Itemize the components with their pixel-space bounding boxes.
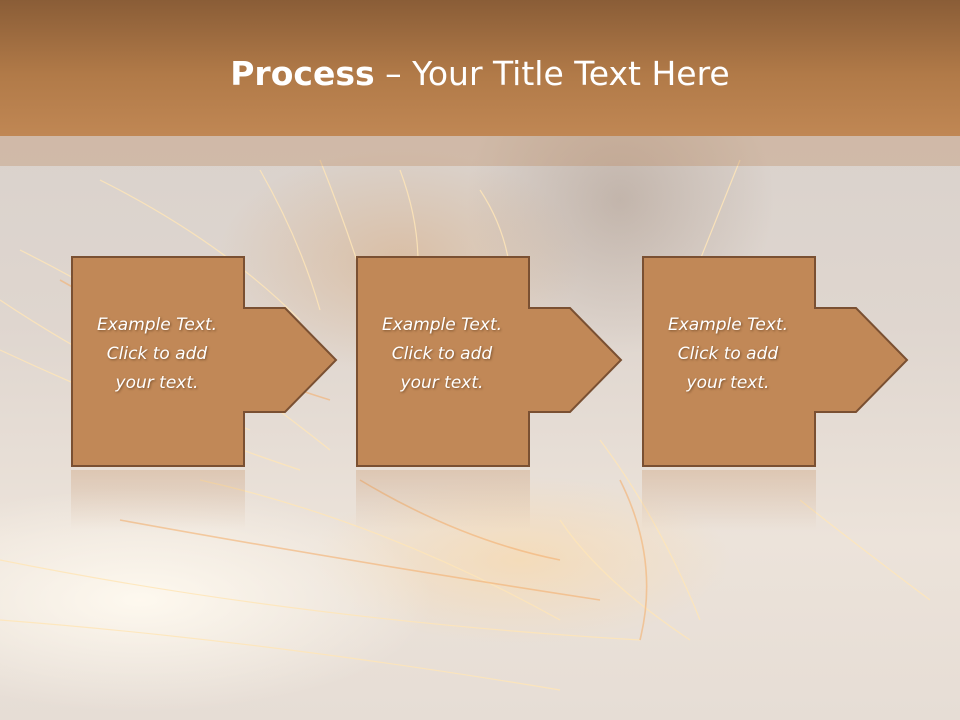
step-line-3: your text. (400, 373, 484, 393)
step-2-reflection (356, 470, 530, 530)
step-line-1: Example Text. (667, 315, 789, 335)
right-arrow-icon (356, 256, 623, 467)
page-title[interactable]: Process – Your Title Text Here (0, 52, 960, 96)
step-line-2: Click to add (391, 344, 493, 364)
step-text[interactable]: Example Text. Click to add your text. (356, 311, 528, 398)
step-text[interactable]: Example Text. Click to add your text. (71, 311, 243, 398)
title-bold: Process (230, 54, 375, 93)
process-step-2[interactable]: Example Text. Click to add your text. (356, 256, 626, 468)
process-step-1[interactable]: Example Text. Click to add your text. (71, 256, 341, 468)
step-line-3: your text. (115, 373, 199, 393)
title-band-shadow (0, 136, 960, 166)
right-arrow-icon (642, 256, 909, 467)
step-line-3: your text. (686, 373, 770, 393)
step-line-1: Example Text. (381, 315, 503, 335)
step-3-reflection (642, 470, 816, 530)
title-band (0, 0, 960, 136)
step-line-2: Click to add (677, 344, 779, 364)
title-rest: – Your Title Text Here (374, 54, 730, 93)
right-arrow-icon (71, 256, 338, 467)
step-text[interactable]: Example Text. Click to add your text. (642, 311, 814, 398)
step-line-1: Example Text. (96, 315, 218, 335)
step-line-2: Click to add (106, 344, 208, 364)
process-step-3[interactable]: Example Text. Click to add your text. (642, 256, 912, 468)
step-1-reflection (71, 470, 245, 530)
